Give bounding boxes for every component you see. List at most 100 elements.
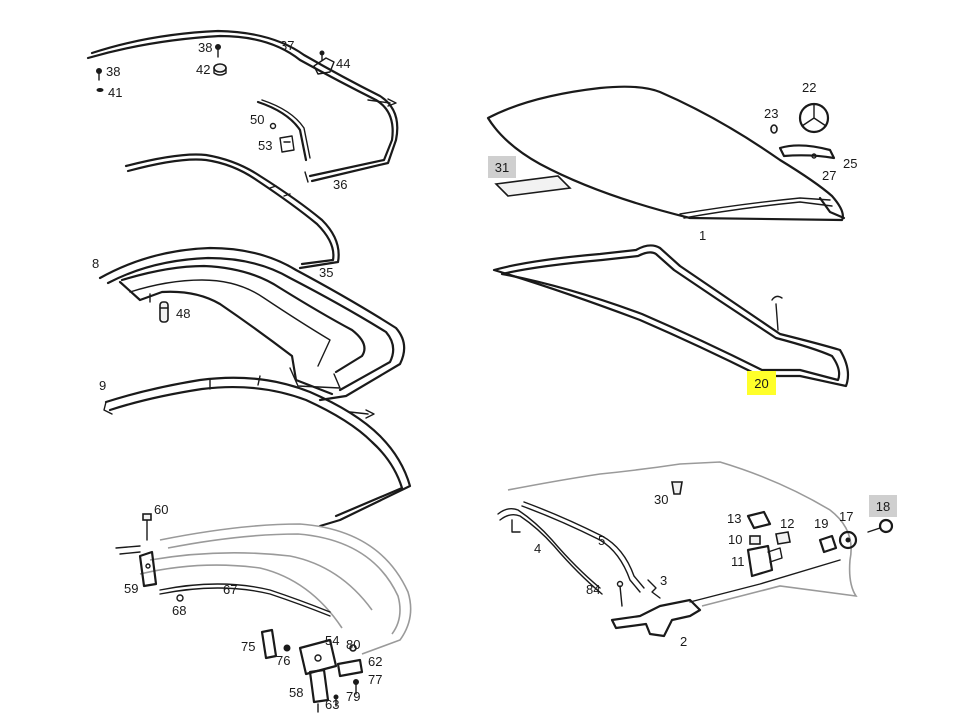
callout-18: 18	[876, 499, 890, 514]
boxed-callout-18[interactable]: 18	[869, 495, 897, 517]
part-11-lock-body[interactable]	[746, 544, 783, 578]
callout-20: 20	[754, 376, 768, 391]
callout-68[interactable]: 68	[172, 603, 186, 618]
callout-12[interactable]: 12	[780, 516, 794, 531]
part-22-emblem[interactable]	[798, 102, 830, 134]
part-35-front-rail[interactable]	[124, 153, 340, 270]
callout-54[interactable]: 54	[325, 633, 339, 648]
part-2-rear-lid[interactable]	[507, 461, 858, 638]
callout-13[interactable]: 13	[727, 511, 741, 526]
part-18-key[interactable]	[867, 518, 894, 534]
callout-79[interactable]: 79	[346, 689, 360, 704]
callout-62[interactable]: 62	[368, 654, 382, 669]
part-76-washer[interactable]	[283, 644, 291, 652]
part-19-cylinder[interactable]	[818, 534, 838, 554]
part-23-clip[interactable]	[770, 124, 778, 134]
callout-30[interactable]: 30	[654, 492, 668, 507]
callout-63[interactable]: 63	[325, 697, 339, 712]
part-38-screw-left[interactable]	[96, 68, 102, 81]
part-67-lower-frame[interactable]	[139, 523, 412, 655]
part-38-screw-top[interactable]	[215, 44, 221, 58]
callout-84[interactable]: 84	[586, 582, 600, 597]
callout-8[interactable]: 8	[92, 256, 99, 271]
callout-58[interactable]: 58	[289, 685, 303, 700]
part-4-cable[interactable]	[497, 507, 603, 595]
part-48-pin[interactable]	[159, 301, 169, 323]
highlighted-callouts: 31 20 18	[488, 156, 897, 517]
callout-3[interactable]: 3	[660, 573, 667, 588]
part-31-label-plate[interactable]	[494, 175, 572, 197]
part-25-handle[interactable]	[778, 144, 836, 160]
callout-36[interactable]: 36	[333, 177, 347, 192]
part-60-bolt[interactable]	[142, 513, 152, 541]
part-53-bracket[interactable]	[269, 122, 295, 153]
callout-11[interactable]: 11	[731, 554, 745, 569]
callout-38[interactable]: 38	[198, 40, 212, 55]
part-80-nut[interactable]	[349, 644, 357, 652]
part-84-bolt[interactable]	[616, 580, 624, 607]
callout-75[interactable]: 75	[241, 639, 255, 654]
part-50-rod[interactable]	[256, 99, 311, 162]
part-17-lock-cylinder[interactable]	[838, 530, 858, 550]
part-screw-rail-9[interactable]	[349, 409, 375, 419]
callout-2[interactable]: 2	[680, 634, 687, 649]
callout-5[interactable]: 5	[598, 533, 605, 548]
callout-60[interactable]: 60	[154, 502, 168, 517]
part-5-rod[interactable]	[521, 501, 645, 593]
boxed-callout-31[interactable]: 31	[488, 156, 516, 178]
callout-17[interactable]: 17	[839, 509, 853, 524]
callout-4[interactable]: 4	[534, 541, 541, 556]
callout-41[interactable]: 41	[108, 85, 122, 100]
part-79-screw[interactable]	[333, 694, 339, 707]
callout-27[interactable]: 27	[822, 168, 836, 183]
callout-76[interactable]: 76	[276, 653, 290, 668]
callout-25[interactable]: 25	[843, 156, 857, 171]
callout-38[interactable]: 38	[106, 64, 120, 79]
part-58-lever[interactable]	[308, 668, 330, 704]
highlight-box-31	[488, 156, 516, 178]
part-3-spring[interactable]	[647, 579, 661, 599]
callout-77[interactable]: 77	[368, 672, 382, 687]
part-59-hinge[interactable]	[115, 545, 158, 588]
callout-67[interactable]: 67	[223, 582, 237, 597]
part-54-hinge-plate[interactable]	[298, 638, 338, 676]
callout-22[interactable]: 22	[802, 80, 816, 95]
callout-9[interactable]: 9	[99, 378, 106, 393]
part-75-bracket[interactable]	[260, 628, 278, 660]
part-42-grommet[interactable]	[213, 63, 227, 76]
callout-48[interactable]: 48	[176, 306, 190, 321]
callout-44[interactable]: 44	[336, 56, 350, 71]
part-62-link[interactable]	[336, 658, 364, 678]
callout-23[interactable]: 23	[764, 106, 778, 121]
callout-37[interactable]: 37	[280, 38, 294, 53]
part-13-plate[interactable]	[746, 510, 772, 530]
part-10-pin[interactable]	[749, 535, 761, 545]
callout-80[interactable]: 80	[346, 637, 360, 652]
part-8-top-frame[interactable]	[98, 246, 406, 402]
part-screw-upper-right[interactable]	[367, 98, 397, 107]
callout-50[interactable]: 50	[250, 112, 264, 127]
part-12-block[interactable]	[775, 531, 791, 545]
callout-10[interactable]: 10	[728, 532, 742, 547]
callout-31: 31	[495, 160, 509, 175]
part-27-screw[interactable]	[811, 153, 817, 159]
callout-35[interactable]: 35	[319, 265, 333, 280]
highlight-box-20	[747, 371, 776, 395]
boxed-callout-20[interactable]: 20	[747, 371, 776, 395]
callout-53[interactable]: 53	[258, 138, 272, 153]
callout-19[interactable]: 19	[814, 516, 828, 531]
part-9-rear-rail[interactable]	[103, 375, 412, 528]
part-30-stud[interactable]	[671, 481, 683, 495]
part-68-clip[interactable]	[176, 594, 184, 602]
part-44-clip[interactable]	[313, 50, 335, 75]
callout-59[interactable]: 59	[124, 581, 138, 596]
part-41-washer[interactable]	[96, 88, 104, 92]
part-77-screw[interactable]	[353, 679, 359, 695]
part-20-seal[interactable]	[492, 244, 850, 388]
callout-42[interactable]: 42	[196, 62, 210, 77]
callout-1[interactable]: 1	[699, 228, 706, 243]
part-1-hardtop-shell[interactable]	[486, 85, 846, 222]
part-37-weatherstrip[interactable]	[86, 29, 399, 183]
